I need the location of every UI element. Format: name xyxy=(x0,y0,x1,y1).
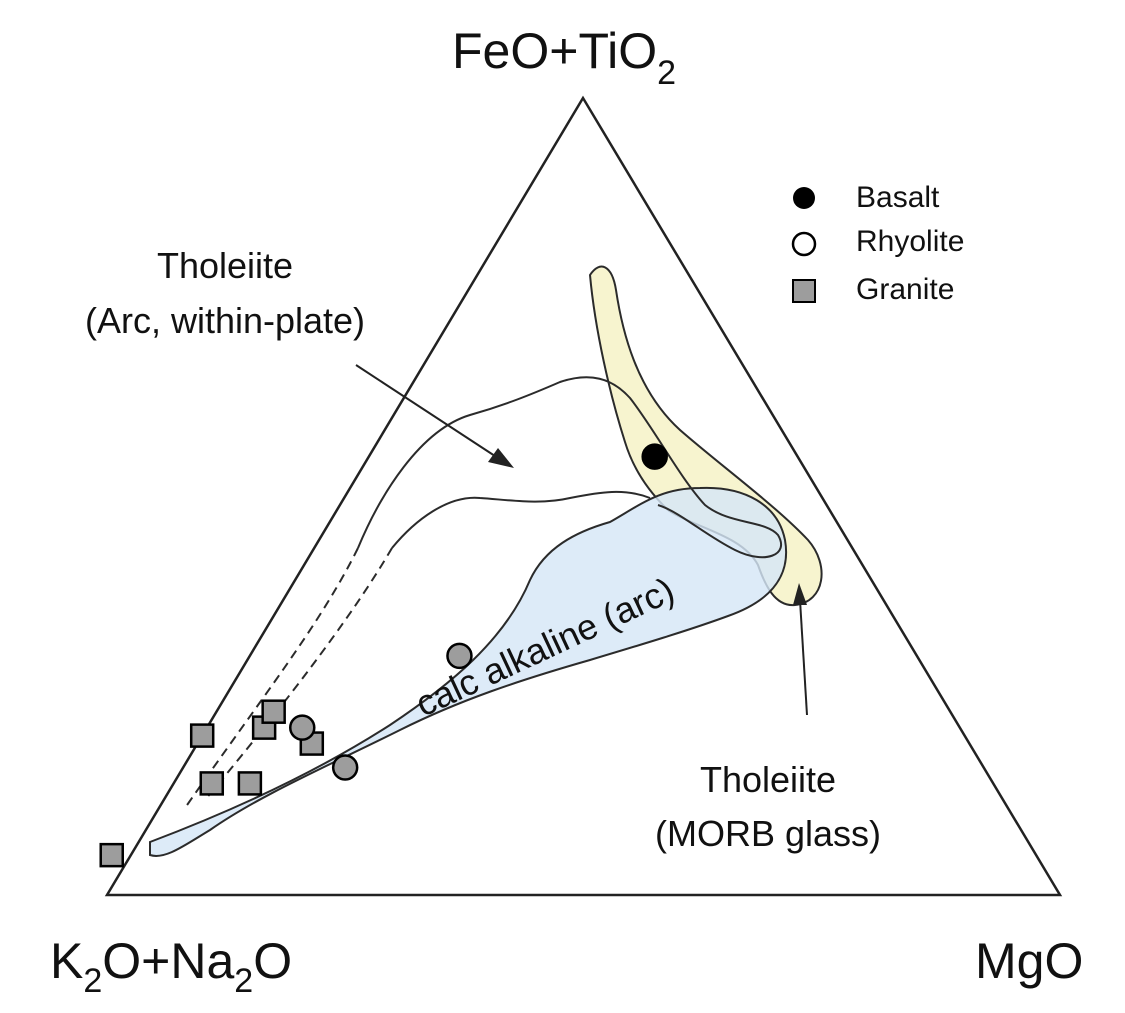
vertex-label-top: FeO+TiO2 xyxy=(452,23,676,92)
granite-sample-6 xyxy=(237,771,263,796)
granite-sample-5 xyxy=(199,771,225,796)
legend-rhyolite-marker xyxy=(791,231,817,257)
granite-sample-3 xyxy=(261,699,286,724)
dashed-boundary-outer xyxy=(184,547,359,809)
legend-granite-label: Granite xyxy=(856,273,954,306)
legend: Basalt Rhyolite Granite xyxy=(791,181,964,306)
arrow-tholeiite-morb xyxy=(793,583,808,716)
tholeiite-morb-label: Tholeiite xyxy=(700,759,836,800)
tholeiite-arc-sublabel: (Arc, within-plate) xyxy=(85,300,365,341)
ternary-triangle xyxy=(104,95,1063,897)
tholeiite-morb-sublabel: (MORB glass) xyxy=(655,813,881,854)
legend-rhyolite-label: Rhyolite xyxy=(856,225,964,258)
tholeiite-arc-inner-boundary xyxy=(391,490,651,549)
calc-alkaline-field xyxy=(149,486,788,857)
vertex-label-left: K2O+Na2O xyxy=(50,933,292,1000)
basalt-sample-0 xyxy=(641,443,668,470)
rhyolite-sample-8 xyxy=(289,714,316,741)
granite-sample-1 xyxy=(189,723,215,748)
tholeiite-arc-outer-boundary xyxy=(357,376,783,559)
tholeiite-arc-label: Tholeiite xyxy=(157,245,293,286)
legend-basalt-label: Basalt xyxy=(856,181,940,214)
rhyolite-sample-9 xyxy=(331,754,359,781)
dashed-boundary-inner xyxy=(204,547,393,801)
granite-sample-7 xyxy=(99,842,124,868)
arrow-tholeiite-arc xyxy=(355,364,514,468)
legend-basalt-marker xyxy=(793,187,815,209)
rhyolite-sample-10 xyxy=(446,642,473,670)
sample-points xyxy=(99,443,668,868)
legend-granite-marker xyxy=(792,279,816,303)
vertex-label-right: MgO xyxy=(975,933,1083,989)
